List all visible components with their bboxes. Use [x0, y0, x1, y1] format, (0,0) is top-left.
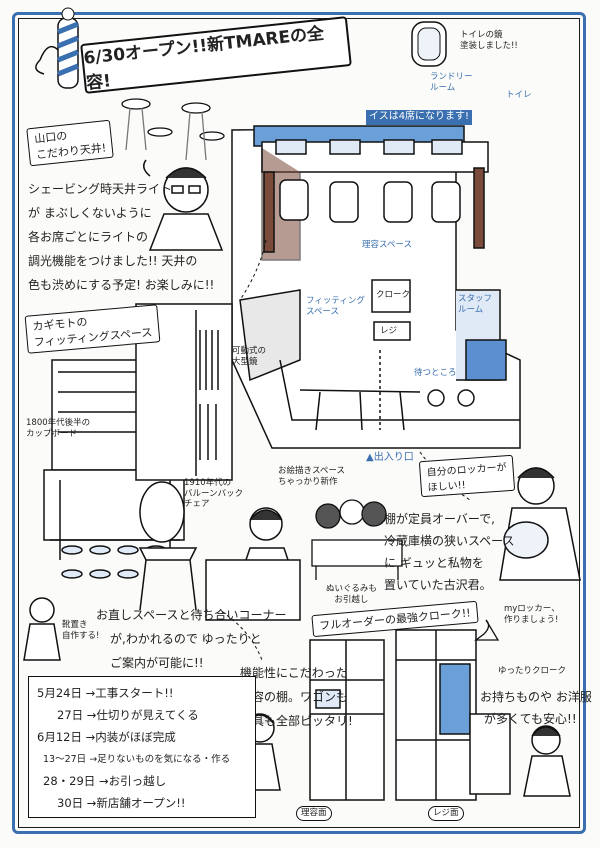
my-locker-note: myロッカー、 作りましょう!	[504, 604, 560, 625]
barber-pole-icon	[35, 7, 79, 89]
drawing-space-label: お絵描きスペース ちゃっかり新作	[278, 466, 345, 487]
cupboard-label: 1800年代後半の カップボード	[26, 418, 91, 439]
register-label: レジ	[380, 326, 398, 336]
schedule-row-3: 6月12日 →内装がほぼ完成	[37, 730, 176, 744]
waiting-corner-1: お直しスペースと待ち合いコーナー	[96, 608, 287, 622]
stuffed-toys-label: ぬいぐるみも お引越し	[326, 584, 377, 605]
schedule-row-6: 30日 →新店舗オープン!!	[57, 796, 186, 810]
schedule-row-2: 27日 →仕切りが見えてくる	[57, 708, 199, 722]
shelf-note-1: 機能性にこだわった	[240, 666, 348, 680]
cloak-note-2: が多くても安心!!	[484, 712, 577, 726]
locker-body-4: 置いていた古沢君。	[384, 578, 492, 592]
man-portrait-bottom	[523, 725, 571, 797]
barber-space-label: 理容スペース	[362, 240, 412, 250]
ceiling-body-3: 各お席ごとにライトの	[28, 230, 149, 244]
ceiling-body-1: シェービング時天井ライト	[28, 182, 173, 196]
cloak-cabinet-barber	[309, 639, 385, 801]
shoe-rack-man	[23, 597, 61, 661]
locker-title-tag: 自分のロッカーが ほしい!!	[418, 454, 516, 498]
shelf-note-3: 道具も全部ピッタリ!	[240, 714, 353, 728]
ceiling-body-4: 調光機能をつけました!! 天井の	[28, 254, 198, 268]
cloak-cabinet-register	[395, 629, 511, 801]
locker-body-3: に,ギュッと私物を	[384, 556, 484, 570]
schedule-row-1: 5月24日 →工事スタート!!	[37, 686, 174, 700]
page-frame	[12, 12, 586, 834]
entrance-label: ▲出入り口	[366, 452, 414, 463]
chairs-note: イスは4席になります!	[366, 110, 473, 125]
stuffed-toys-illustration	[311, 499, 403, 580]
register-side-label: レジ面	[428, 806, 464, 821]
shoe-rack-note: 靴置き 自作する!	[62, 620, 100, 641]
shelf-note-2: 理容の棚。ワゴンも	[240, 690, 349, 704]
hanger-icon	[474, 619, 500, 641]
balloon-chair-illustration	[138, 481, 198, 611]
toilet-mirror-note: トイレの鏡 塗装しました!!	[460, 30, 518, 51]
movable-mirror-label: 可動式の 大型鏡	[232, 346, 267, 367]
schedule-row-5: 28・29日 →お引っ越し	[43, 774, 167, 788]
floor-plan	[231, 125, 521, 449]
laundry-room-label: ランドリー ルーム	[430, 72, 473, 93]
fitting-space-label: フィッティング スペース	[306, 296, 365, 317]
locker-body-2: 冷蔵庫横の狭いスペース	[384, 534, 515, 548]
ceiling-body-2: が まぶしくないように	[28, 206, 152, 220]
yamaguchi-portrait	[143, 159, 224, 251]
barber-side-label: 理容面	[296, 806, 332, 821]
locker-body-1: 棚が定員オーバーで,	[384, 512, 495, 526]
page-inner-frame	[18, 18, 580, 828]
chair-1910-label: 1910年代の バルーンバック チェア	[184, 478, 244, 510]
toilet-label: トイレ	[506, 90, 532, 100]
schedule-box: 5月24日 →工事スタート!! 27日 →仕切りが見えてくる 6月12日 →内装…	[28, 676, 256, 818]
waiting-area-label: 待つところ	[414, 368, 457, 378]
waiting-corner-3: ご案内が可能に!!	[110, 656, 204, 670]
staff-room-label: スタッフ ルーム	[458, 294, 493, 315]
spacious-cloak-label: ゆったりクローク	[498, 666, 567, 676]
waiting-corner-2: が,わかれるので ゆったりと	[110, 632, 262, 646]
ceiling-body-5: 色も渋めにする予定! お楽しみに!!	[28, 278, 215, 292]
ceiling-lights	[121, 98, 225, 161]
cloak-label: クローク	[376, 290, 411, 300]
cloak-note-1: お持ちものや お洋服	[480, 690, 592, 704]
furusawa-portrait	[499, 467, 581, 581]
mirror-icon	[411, 21, 447, 67]
schedule-row-4: 13〜27日 →足りないものを気になる・作る	[43, 754, 231, 765]
girl-drawing-illustration	[205, 507, 301, 621]
